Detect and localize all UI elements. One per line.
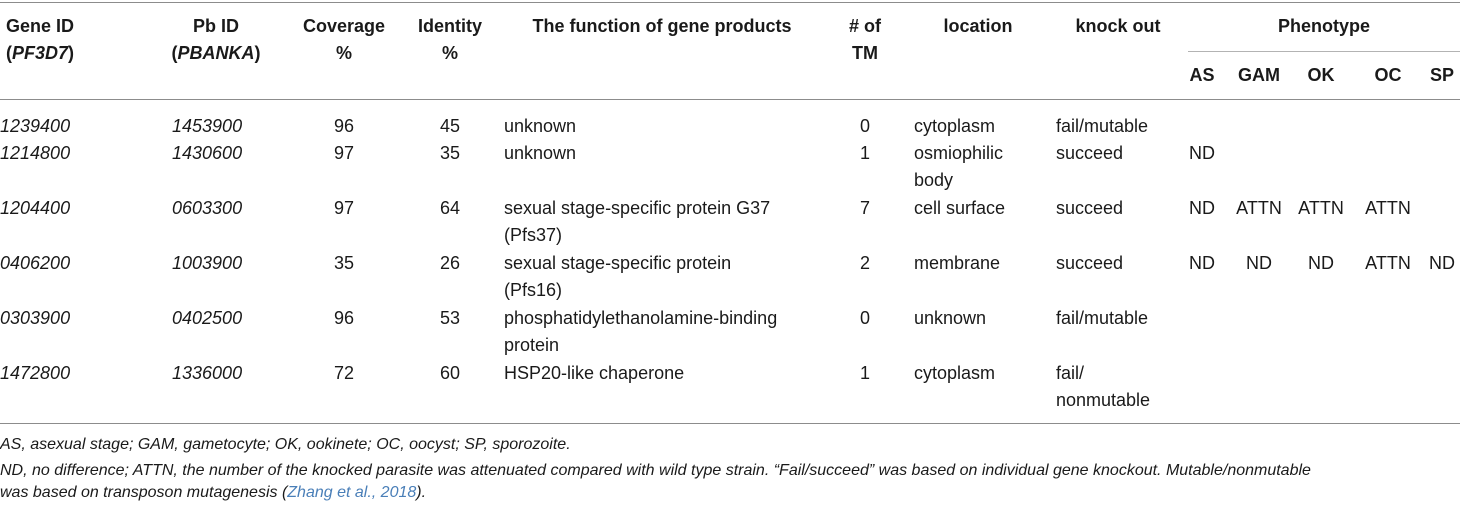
header-identity-unit: % <box>441 43 458 63</box>
cell-tm: 2 <box>859 253 870 273</box>
top-rule <box>0 2 1460 3</box>
cell-function: HSP20-like chaperone <box>504 363 685 383</box>
header-pb-id: Pb ID (PBANKA) <box>160 13 272 67</box>
cell-identity: 26 <box>439 253 461 273</box>
footnote-citation-suffix: ). <box>416 484 427 501</box>
header-phenotype-oc: OC <box>1374 65 1402 85</box>
cell-phenotype-ok: ATTN <box>1298 198 1344 218</box>
header-phenotype-gam: GAM <box>1238 65 1280 85</box>
cell-location: cytoplasm <box>914 363 996 383</box>
cell-function: sexual stage-specific protein(Pfs16) <box>504 253 732 300</box>
cell-function: unknown <box>504 116 577 136</box>
footnote-abbreviations: AS, asexual stage; GAM, gametocyte; OK, … <box>0 436 571 453</box>
cell-tm: 0 <box>859 116 870 136</box>
cell-knockout: fail/mutable <box>1056 116 1149 136</box>
cell-gene-id: 0303900 <box>0 308 71 328</box>
phenotype-rule <box>1188 51 1460 52</box>
header-function-label: The function of gene products <box>532 16 792 36</box>
cell-coverage: 97 <box>333 198 355 218</box>
cell-location: unknown <box>914 308 987 328</box>
cell-identity: 53 <box>439 308 461 328</box>
cell-pb-id: 0603300 <box>172 198 243 218</box>
cell-tm: 1 <box>859 363 870 383</box>
header-coverage-unit: % <box>335 43 352 63</box>
cell-phenotype-sp: ND <box>1429 253 1455 273</box>
cell-phenotype-gam: ATTN <box>1236 198 1282 218</box>
header-coverage: Coverage % <box>296 13 392 67</box>
cell-knockout: succeed <box>1056 143 1124 163</box>
cell-tm: 0 <box>859 308 870 328</box>
footnote-citation: was based on transposon mutagenesis (Zha… <box>0 481 426 505</box>
cell-knockout: succeed <box>1056 253 1124 273</box>
cell-identity: 35 <box>439 143 461 163</box>
header-pb-id-sub: (PBANKA) <box>171 43 261 63</box>
cell-knockout: fail/nonmutable <box>1056 363 1151 410</box>
cell-identity: 60 <box>439 363 461 383</box>
bottom-rule <box>0 423 1460 424</box>
header-phenotype-as: AS <box>1189 65 1215 85</box>
cell-phenotype-as: ND <box>1189 253 1215 273</box>
cell-coverage: 96 <box>333 116 355 136</box>
header-identity-label: Identity <box>417 16 482 36</box>
cell-pb-id: 1453900 <box>172 116 243 136</box>
cell-location: membrane <box>914 253 1001 273</box>
cell-coverage: 72 <box>333 363 355 383</box>
header-identity: Identity % <box>410 13 490 67</box>
header-pb-id-label: Pb ID <box>192 16 239 36</box>
cell-gene-id: 1204400 <box>0 198 71 218</box>
cell-phenotype-gam: ND <box>1246 253 1272 273</box>
header-location: location <box>928 13 1028 40</box>
cell-phenotype-as: ND <box>1189 143 1215 163</box>
header-tm-line1: # of <box>848 16 881 36</box>
cell-gene-id: 1239400 <box>0 116 71 136</box>
header-coverage-label: Coverage <box>302 16 386 36</box>
cell-phenotype-as: ND <box>1189 198 1215 218</box>
header-phenotype-label: Phenotype <box>1277 16 1370 36</box>
header-gene-id-label: Gene ID <box>5 16 75 36</box>
cell-knockout: succeed <box>1056 198 1124 218</box>
cell-coverage: 96 <box>333 308 355 328</box>
cell-phenotype-oc: ATTN <box>1365 253 1411 273</box>
header-knockout: knock out <box>1058 13 1178 40</box>
cell-gene-id: 1472800 <box>0 363 71 383</box>
cell-gene-id: 1214800 <box>0 143 71 163</box>
cell-function: sexual stage-specific protein G37(Pfs37) <box>504 198 771 245</box>
cell-location: cell surface <box>914 198 1006 218</box>
cell-identity: 64 <box>439 198 461 218</box>
citation-link[interactable]: Zhang et al., 2018 <box>287 484 417 501</box>
header-phenotype-ok: OK <box>1307 65 1335 85</box>
footnote-citation-prefix: was based on transposon mutagenesis ( <box>0 484 288 501</box>
cell-pb-id: 0402500 <box>172 308 243 328</box>
header-rule <box>0 99 1460 100</box>
header-gene-id: Gene ID (PF3D7) <box>0 13 80 67</box>
footnote-definitions: ND, no difference; ATTN, the number of t… <box>0 462 1311 479</box>
header-function: The function of gene products <box>517 13 807 40</box>
header-location-label: location <box>943 16 1013 36</box>
header-gene-id-sub: (PF3D7) <box>5 43 75 63</box>
header-knockout-label: knock out <box>1075 16 1161 36</box>
header-tm-line2: TM <box>852 43 878 63</box>
cell-phenotype-ok: ND <box>1308 253 1334 273</box>
header-phenotype-sp: SP <box>1429 65 1454 85</box>
cell-coverage: 97 <box>333 143 355 163</box>
cell-function: unknown <box>504 143 577 163</box>
cell-tm: 1 <box>859 143 870 163</box>
header-phenotype: Phenotype <box>1188 13 1460 40</box>
cell-gene-id: 0406200 <box>0 253 71 273</box>
cell-pb-id: 1430600 <box>172 143 243 163</box>
cell-phenotype-oc: ATTN <box>1365 198 1411 218</box>
cell-tm: 7 <box>859 198 870 218</box>
cell-coverage: 35 <box>333 253 355 273</box>
cell-pb-id: 1003900 <box>172 253 243 273</box>
cell-knockout: fail/mutable <box>1056 308 1149 328</box>
header-tm: # of TM <box>840 13 890 67</box>
cell-location: cytoplasm <box>914 116 996 136</box>
cell-pb-id: 1336000 <box>172 363 243 383</box>
cell-identity: 45 <box>439 116 461 136</box>
